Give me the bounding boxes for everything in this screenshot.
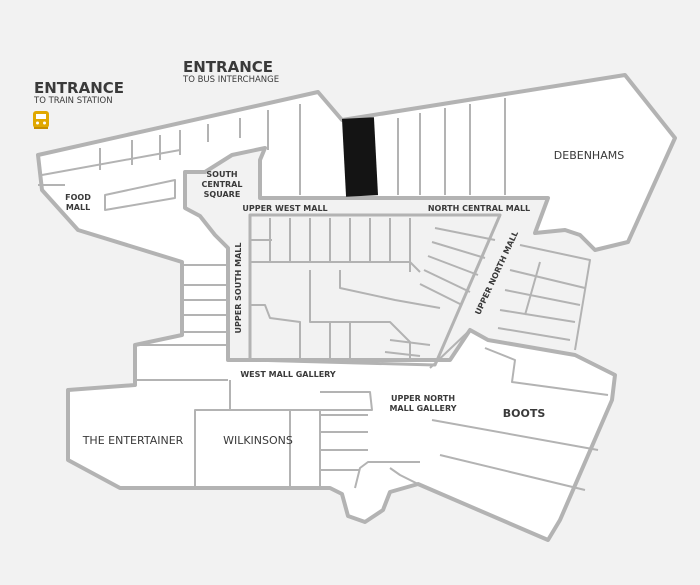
area-north-central-mall: NORTH CENTRAL MALL xyxy=(428,204,530,213)
area-upper-north-gallery-line1: UPPER NORTH xyxy=(391,394,455,403)
store-debenhams[interactable]: DEBENHAMS xyxy=(554,149,624,162)
highlighted-unit[interactable] xyxy=(341,117,379,197)
bus-entrance-title: ENTRANCE xyxy=(183,58,273,76)
area-south-central-line2: CENTRAL xyxy=(202,180,243,189)
area-food-mall-line2: MALL xyxy=(66,203,90,212)
train-icon xyxy=(33,111,49,129)
train-entrance-title: ENTRANCE xyxy=(34,79,124,97)
building-footprint xyxy=(36,73,677,542)
area-upper-west-mall: UPPER WEST MALL xyxy=(242,204,327,213)
store-boots[interactable]: BOOTS xyxy=(503,407,546,420)
area-upper-south-mall: UPPER SOUTH MALL xyxy=(234,243,243,334)
store-wilkinsons[interactable]: WILKINSONS xyxy=(223,434,293,447)
area-food-mall-line1: FOOD xyxy=(65,193,91,202)
area-south-central-line3: SQUARE xyxy=(204,190,241,199)
area-upper-north-mall: UPPER NORTH MALL xyxy=(473,230,520,316)
area-west-mall-gallery: WEST MALL GALLERY xyxy=(240,370,336,379)
bus-entrance-subtitle: TO BUS INTERCHANGE xyxy=(182,75,279,85)
area-upper-north-gallery-line2: MALL GALLERY xyxy=(389,404,456,413)
area-south-central-line1: SOUTH xyxy=(206,170,237,179)
train-entrance-subtitle: TO TRAIN STATION xyxy=(33,96,113,106)
interior-walls xyxy=(38,98,609,491)
store-the-entertainer[interactable]: THE ENTERTAINER xyxy=(82,434,184,447)
